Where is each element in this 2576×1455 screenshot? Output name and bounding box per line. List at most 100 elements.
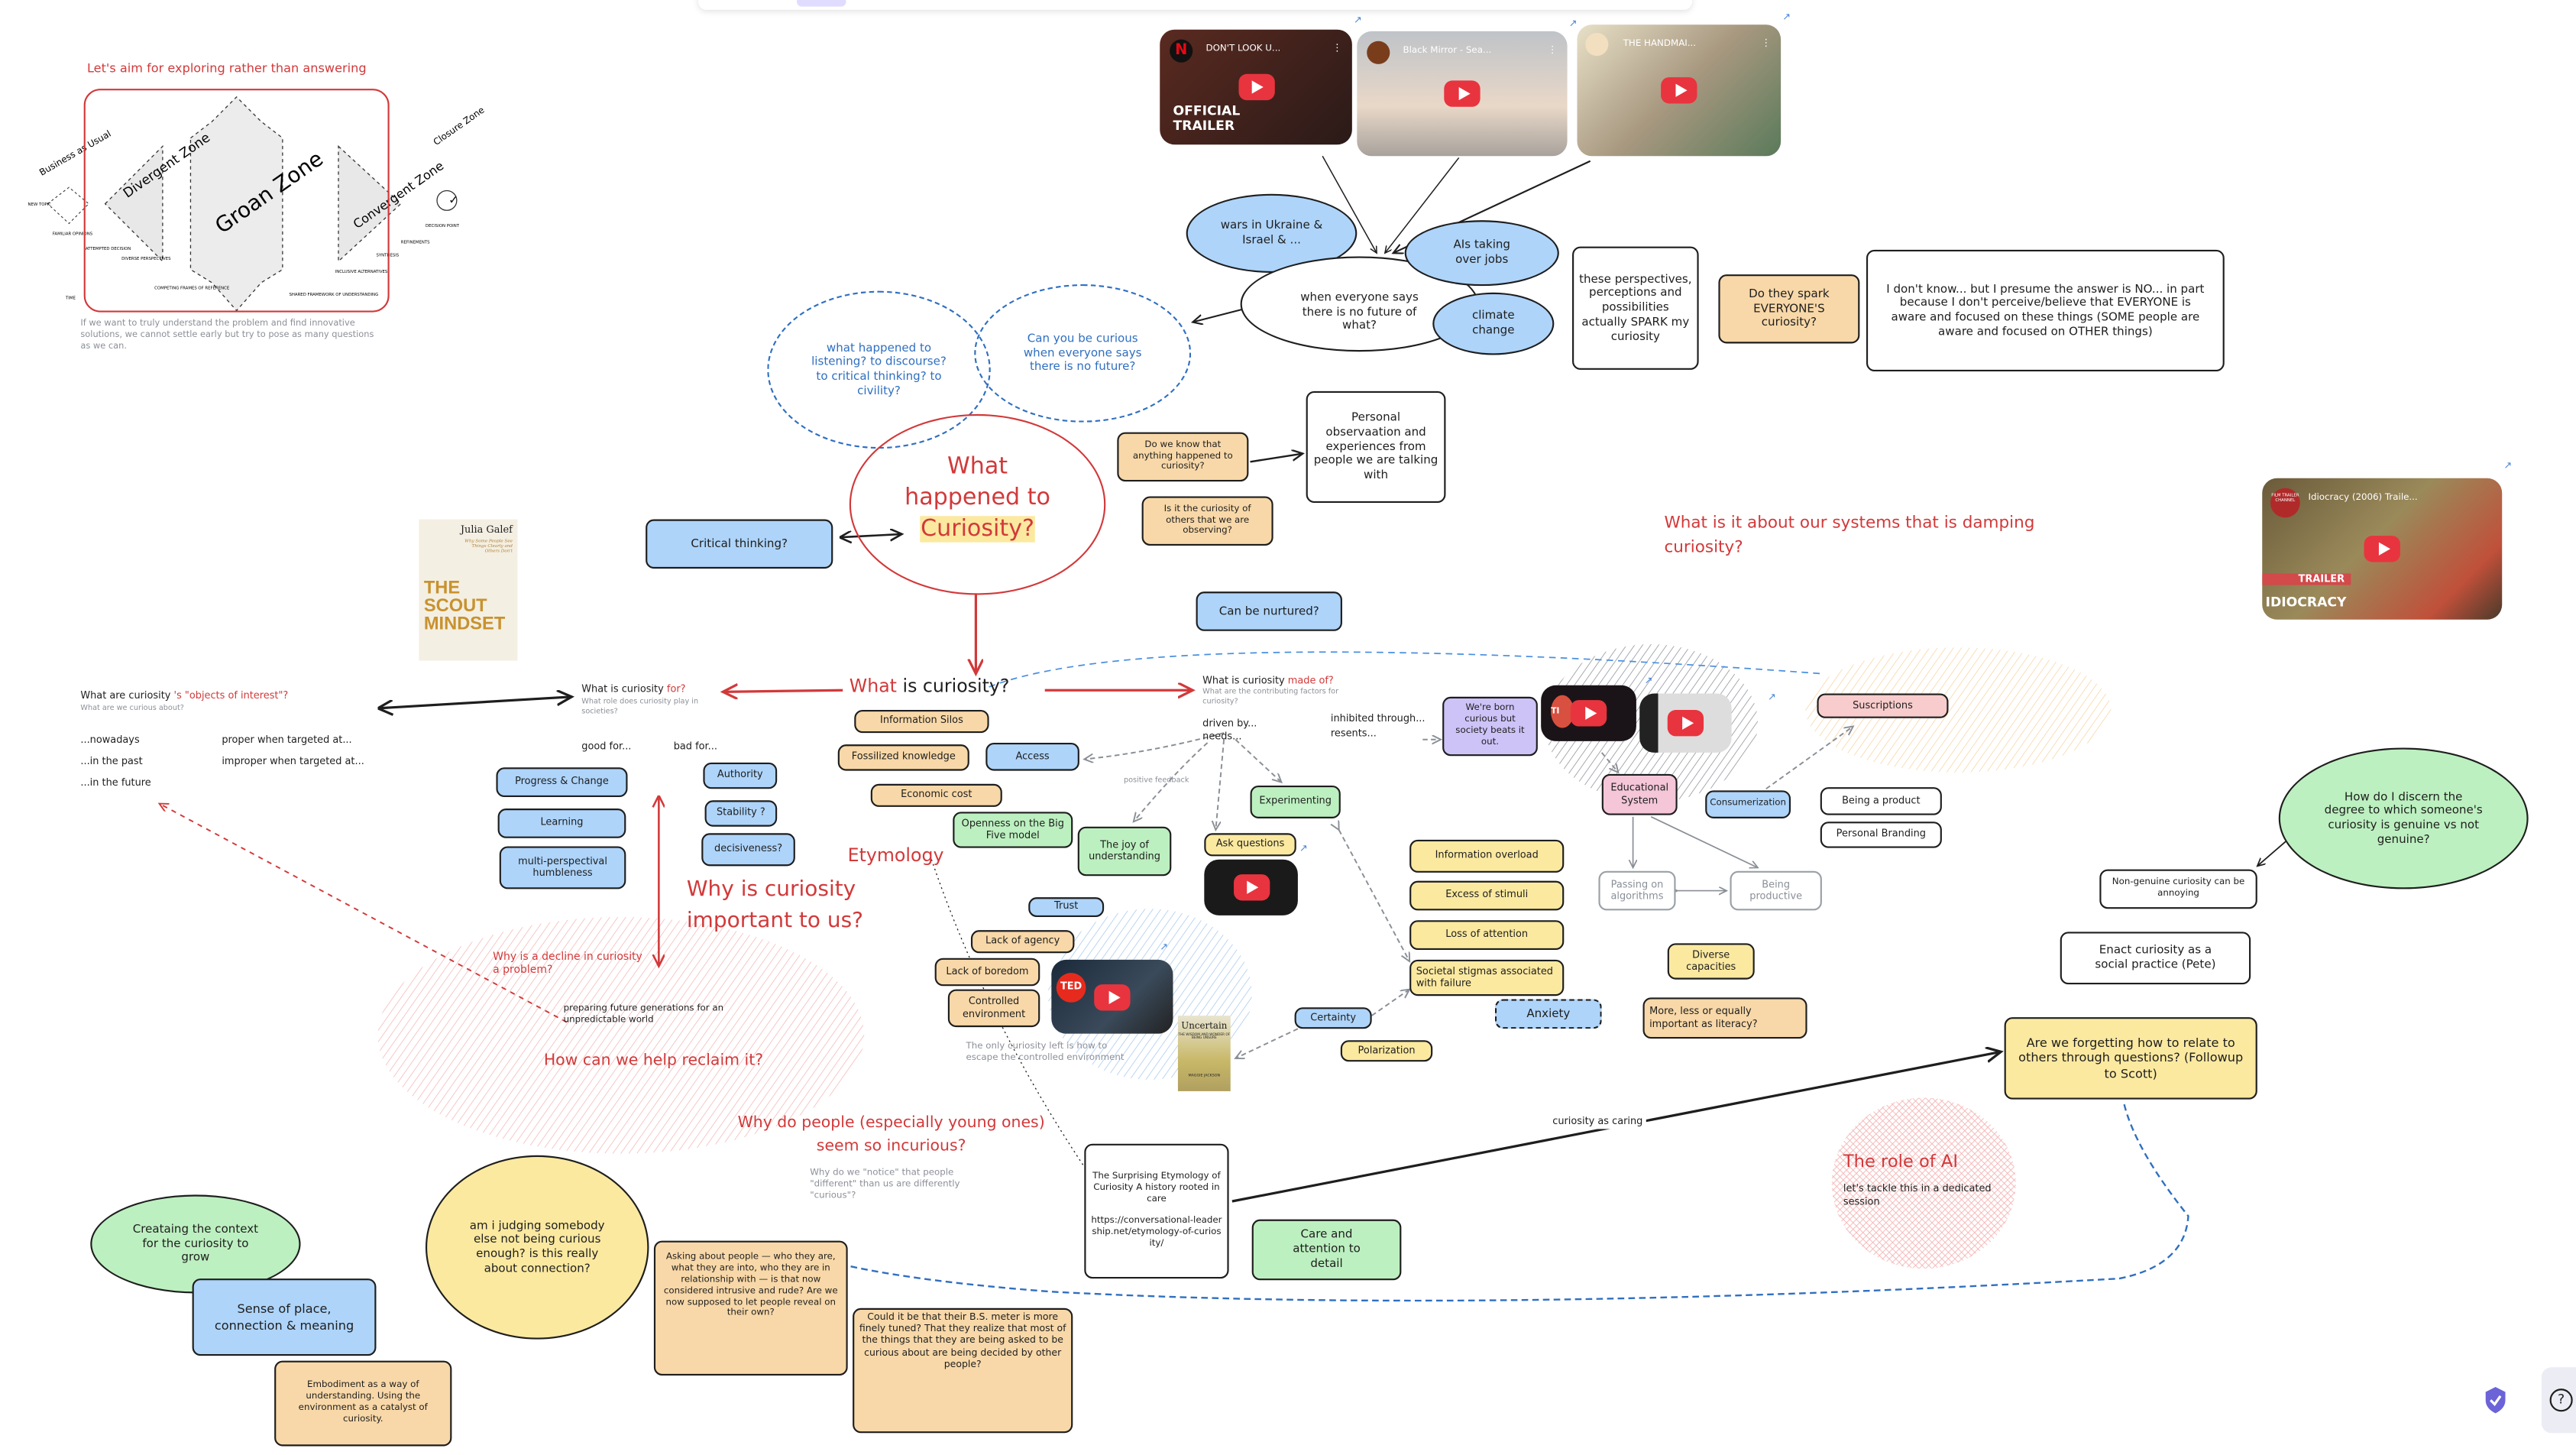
judging-bubble[interactable]: am i judging somebody else not being cur… — [425, 1155, 649, 1340]
climate-bubble[interactable]: climate change — [1432, 292, 1555, 355]
passing-algorithms-box[interactable]: Passing on algorithms — [1598, 870, 1676, 911]
video-title: THE HANDMAI... — [1623, 39, 1697, 50]
sense-of-place-box[interactable]: Sense of place, connection & meaning — [192, 1278, 377, 1356]
listening-bubble[interactable]: what happened to listening? to discourse… — [767, 290, 991, 449]
good-item[interactable]: multi-perspectival humbleness — [499, 846, 626, 890]
inhibited-label: inhibited through... — [1330, 713, 1426, 725]
intro-caption: If we want to truly understand the probl… — [80, 319, 374, 352]
more-icon[interactable]: ⋮ — [1332, 42, 1342, 54]
joy-of-understanding-box[interactable]: The joy of understanding — [1077, 826, 1172, 877]
etymology-article-note[interactable]: The Surprising Etymology of Curiosity A … — [1084, 1143, 1229, 1279]
excess-stimuli-box[interactable]: Excess of stimuli — [1409, 880, 1565, 911]
shield-check-icon[interactable] — [2484, 1385, 2507, 1415]
personal-observation-note[interactable]: Personal observaation and experiences fr… — [1306, 390, 1446, 504]
being-productive-box[interactable]: Being productive — [1730, 870, 1822, 911]
play-icon[interactable] — [1232, 874, 1270, 901]
external-link-icon[interactable]: ↗ — [1782, 11, 1791, 24]
main-question-circle[interactable]: What happened to Curiosity? — [849, 413, 1106, 595]
access-box[interactable]: Access — [985, 743, 1079, 771]
critical-thinking-box[interactable]: Critical thinking? — [646, 519, 833, 569]
ais-jobs-bubble[interactable]: AIs taking over jobs — [1404, 220, 1559, 287]
lack-of-agency-box[interactable]: Lack of agency — [970, 930, 1075, 954]
lack-of-boredom-box[interactable]: Lack of boredom — [934, 958, 1040, 987]
made-of-title-a: What is curiosity — [1202, 675, 1285, 687]
video-black-mirror[interactable]: Black Mirror - Sea... ⋮ — [1357, 31, 1568, 157]
economic-cost-box[interactable]: Economic cost — [870, 783, 1002, 807]
trust-box[interactable]: Trust — [1028, 897, 1105, 917]
literacy-box[interactable]: More, less or equally important as liter… — [1642, 997, 1807, 1039]
play-icon[interactable] — [1667, 710, 1704, 737]
certainty-box[interactable]: Certainty — [1294, 1007, 1372, 1029]
external-link-icon[interactable]: ↗ — [2503, 460, 2513, 472]
intro-frame[interactable] — [83, 89, 390, 313]
dont-know-note[interactable]: I don't know... but I presume the answer… — [1866, 249, 2225, 372]
external-link-icon[interactable]: ↗ — [1767, 692, 1776, 704]
is-it-others-note[interactable]: Is it the curiosity of others that we ar… — [1141, 496, 1273, 546]
video-ted-born[interactable]: TI — [1541, 685, 1636, 741]
care-attention-box[interactable]: Care and attention to detail — [1251, 1219, 1402, 1281]
educational-system-box[interactable]: Educational System — [1601, 773, 1678, 815]
play-icon[interactable] — [2364, 536, 2400, 562]
diverse-capacities-box[interactable]: Diverse capacities — [1667, 943, 1755, 980]
video-rsa-animate[interactable] — [1639, 693, 1732, 753]
perspectives-note[interactable]: these perspectives, perceptions and poss… — [1572, 246, 1699, 370]
diagram-label: REFINEMENTS — [401, 240, 430, 245]
controlled-environment-box[interactable]: Controlled environment — [947, 989, 1040, 1028]
etymology-label: Etymology — [847, 844, 944, 867]
subscriptions-box[interactable]: Suscriptions — [1817, 693, 1949, 718]
video-ted[interactable]: TED — [1051, 959, 1173, 1034]
enact-note[interactable]: Enact curiosity as a social practice (Pe… — [2060, 932, 2251, 985]
experimenting-box[interactable]: Experimenting — [1250, 785, 1341, 818]
loss-attention-box[interactable]: Loss of attention — [1409, 920, 1565, 950]
information-silos-box[interactable]: Information Silos — [854, 710, 989, 734]
video-handmaids-tale[interactable]: THE HANDMAI... ⋮ — [1577, 24, 1782, 157]
external-link-icon[interactable]: ↗ — [1354, 15, 1362, 27]
societal-stigmas-box[interactable]: Societal stigmas associated with failure — [1409, 959, 1565, 996]
external-link-icon[interactable]: ↗ — [1568, 18, 1578, 30]
uncertain-book[interactable]: Uncertain THE WISDOM AND WONDER OF BEING… — [1177, 1016, 1231, 1091]
video-ask-questions[interactable] — [1204, 859, 1298, 915]
embodiment-note[interactable]: Embodiment as a way of understanding. Us… — [274, 1360, 452, 1447]
scout-mindset-book[interactable]: Julia Galef Why Some People See Things C… — [419, 519, 518, 661]
external-link-icon[interactable]: ↗ — [1299, 843, 1308, 855]
more-icon[interactable]: ⋮ — [1761, 37, 1772, 50]
more-icon[interactable]: ⋮ — [1547, 44, 1558, 57]
curious-no-future-bubble[interactable]: Can you be curious when everyone says th… — [974, 284, 1192, 423]
help-button[interactable]: ? — [2541, 1367, 2576, 1434]
external-link-icon[interactable]: ↗ — [1160, 941, 1169, 954]
video-idiocracy[interactable]: FILM TRAILER CHANNEL Idiocracy (2006) Tr… — [2262, 478, 2503, 620]
bad-item[interactable]: Stability ? — [704, 800, 778, 827]
fossilized-knowledge-box[interactable]: Fossilized knowledge — [837, 744, 969, 771]
spark-everyone-note[interactable]: Do they spark EVERYONE'S curiosity? — [1718, 274, 1860, 344]
born-curious-note[interactable]: We're born curious but society beats it … — [1442, 696, 1538, 757]
being-product-box[interactable]: Being a product — [1820, 787, 1942, 815]
discern-bubble[interactable]: How do I discern the degree to which som… — [2278, 747, 2529, 890]
external-link-icon[interactable]: ↗ — [1644, 675, 1653, 687]
good-item[interactable]: Learning — [497, 809, 626, 838]
asking-about-people-note[interactable]: Asking about people — who they are, what… — [653, 1240, 848, 1376]
play-icon[interactable] — [1661, 77, 1697, 104]
ask-questions-box[interactable]: Ask questions — [1204, 833, 1296, 857]
consumerization-box[interactable]: Consumerization — [1705, 790, 1791, 818]
bad-item[interactable]: Authority — [703, 762, 778, 789]
forgetting-note[interactable]: Are we forgetting how to relate to other… — [2004, 1017, 2257, 1100]
bs-meter-note[interactable]: Could it be that their B.S. meter is mor… — [853, 1308, 1073, 1434]
play-icon[interactable] — [1570, 700, 1607, 727]
anxiety-box[interactable]: Anxiety — [1494, 999, 1602, 1029]
play-icon[interactable] — [1094, 984, 1131, 1010]
personal-branding-box[interactable]: Personal Branding — [1820, 821, 1942, 848]
information-overload-box[interactable]: Information overload — [1409, 839, 1565, 873]
bad-item[interactable]: decisiveness? — [701, 833, 795, 867]
openness-box[interactable]: Openness on the Big Five model — [953, 812, 1073, 848]
non-genuine-note[interactable]: Non-genuine curiosity can be annoying — [2099, 869, 2257, 909]
ai-hatch — [1831, 1097, 2016, 1269]
nurtured-box[interactable]: Can be nurtured? — [1196, 591, 1342, 631]
video-dont-look-up[interactable]: N DON'T LOOK U... ⋮ OFFICIAL TRAILER — [1160, 29, 1352, 145]
good-item[interactable]: Progress & Change — [496, 767, 628, 797]
polarization-box[interactable]: Polarization — [1340, 1040, 1433, 1062]
active-tool-button[interactable] — [796, 0, 846, 7]
play-icon[interactable] — [1444, 80, 1481, 107]
play-icon[interactable] — [1238, 73, 1274, 101]
do-we-know-note[interactable]: Do we know that anything happened to cur… — [1117, 432, 1249, 482]
